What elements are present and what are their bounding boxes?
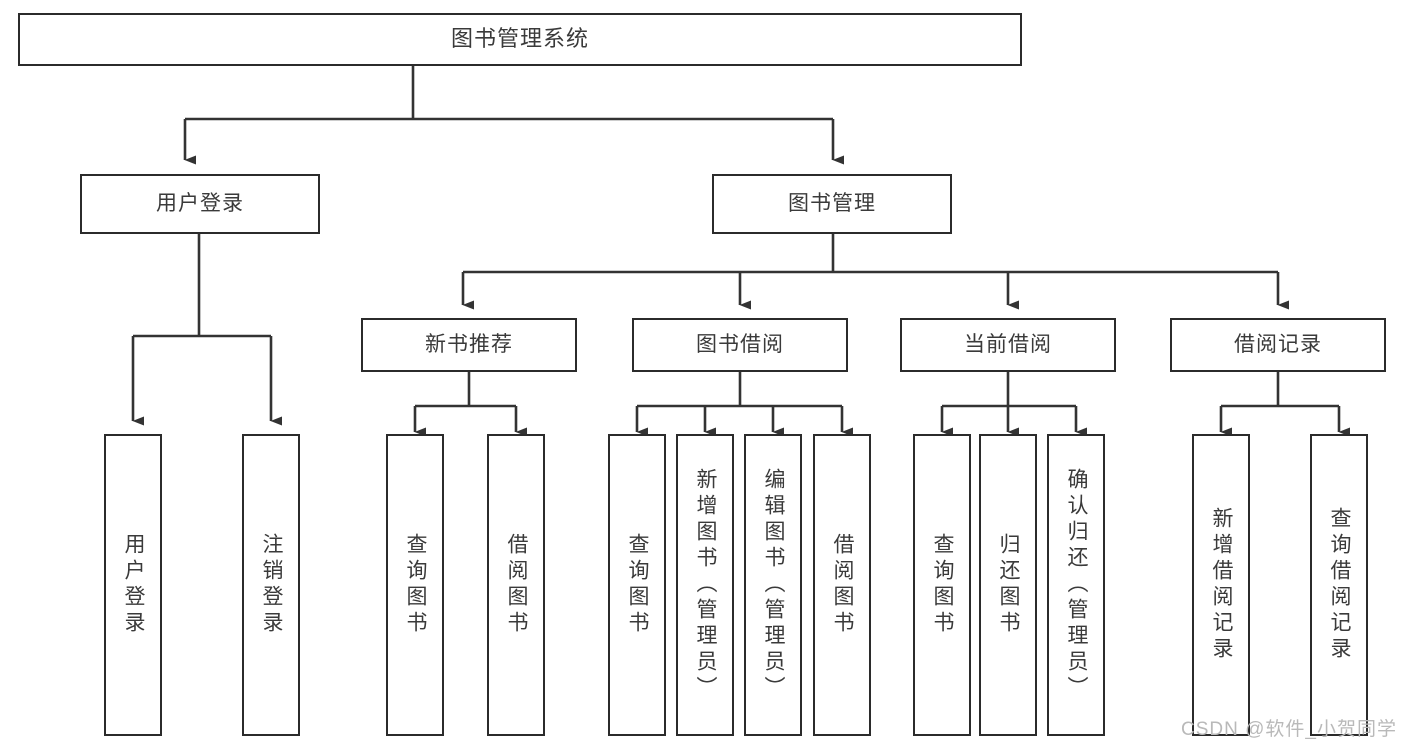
leaf-label: 新增图书（管理员） — [694, 468, 718, 702]
leaf-label: 借阅图书 — [831, 533, 855, 637]
leaf-current-query-book[interactable]: 查询图书 — [913, 434, 971, 736]
node-book-management[interactable]: 图书管理 — [712, 174, 952, 234]
node-root-system[interactable]: 图书管理系统 — [18, 13, 1022, 66]
leaf-label: 注销登录 — [260, 533, 284, 637]
leaf-label: 查询借阅记录 — [1328, 507, 1352, 663]
node-book-borrow[interactable]: 图书借阅 — [632, 318, 848, 372]
leaf-label: 新增借阅记录 — [1210, 507, 1234, 663]
leaf-label: 编辑图书（管理员） — [762, 468, 786, 702]
leaf-borrow-add-book-admin[interactable]: 新增图书（管理员） — [676, 434, 734, 736]
leaf-borrow-query-book[interactable]: 查询图书 — [608, 434, 666, 736]
leaf-borrow-borrow-book[interactable]: 借阅图书 — [813, 434, 871, 736]
leaf-record-query-record[interactable]: 查询借阅记录 — [1310, 434, 1368, 736]
watermark: CSDN @软件_小贺同学 — [1181, 719, 1397, 740]
leaf-user-login-login[interactable]: 用户登录 — [104, 434, 162, 736]
node-user-login[interactable]: 用户登录 — [80, 174, 320, 234]
leaf-label: 查询图书 — [404, 533, 428, 637]
leaf-record-add-record[interactable]: 新增借阅记录 — [1192, 434, 1250, 736]
leaf-label: 查询图书 — [931, 533, 955, 637]
leaf-label: 查询图书 — [626, 533, 650, 637]
leaf-current-confirm-return-admin[interactable]: 确认归还（管理员） — [1047, 434, 1105, 736]
node-new-book-recommend[interactable]: 新书推荐 — [361, 318, 577, 372]
leaf-label: 用户登录 — [122, 533, 146, 637]
leaf-recommend-borrow-book[interactable]: 借阅图书 — [487, 434, 545, 736]
leaf-recommend-query-book[interactable]: 查询图书 — [386, 434, 444, 736]
leaf-label: 确认归还（管理员） — [1065, 468, 1089, 702]
node-current-borrow[interactable]: 当前借阅 — [900, 318, 1116, 372]
leaf-user-login-logout[interactable]: 注销登录 — [242, 434, 300, 736]
leaf-borrow-edit-book-admin[interactable]: 编辑图书（管理员） — [744, 434, 802, 736]
leaf-current-return-book[interactable]: 归还图书 — [979, 434, 1037, 736]
node-borrow-record[interactable]: 借阅记录 — [1170, 318, 1386, 372]
leaf-label: 借阅图书 — [505, 533, 529, 637]
leaf-label: 归还图书 — [997, 533, 1021, 637]
